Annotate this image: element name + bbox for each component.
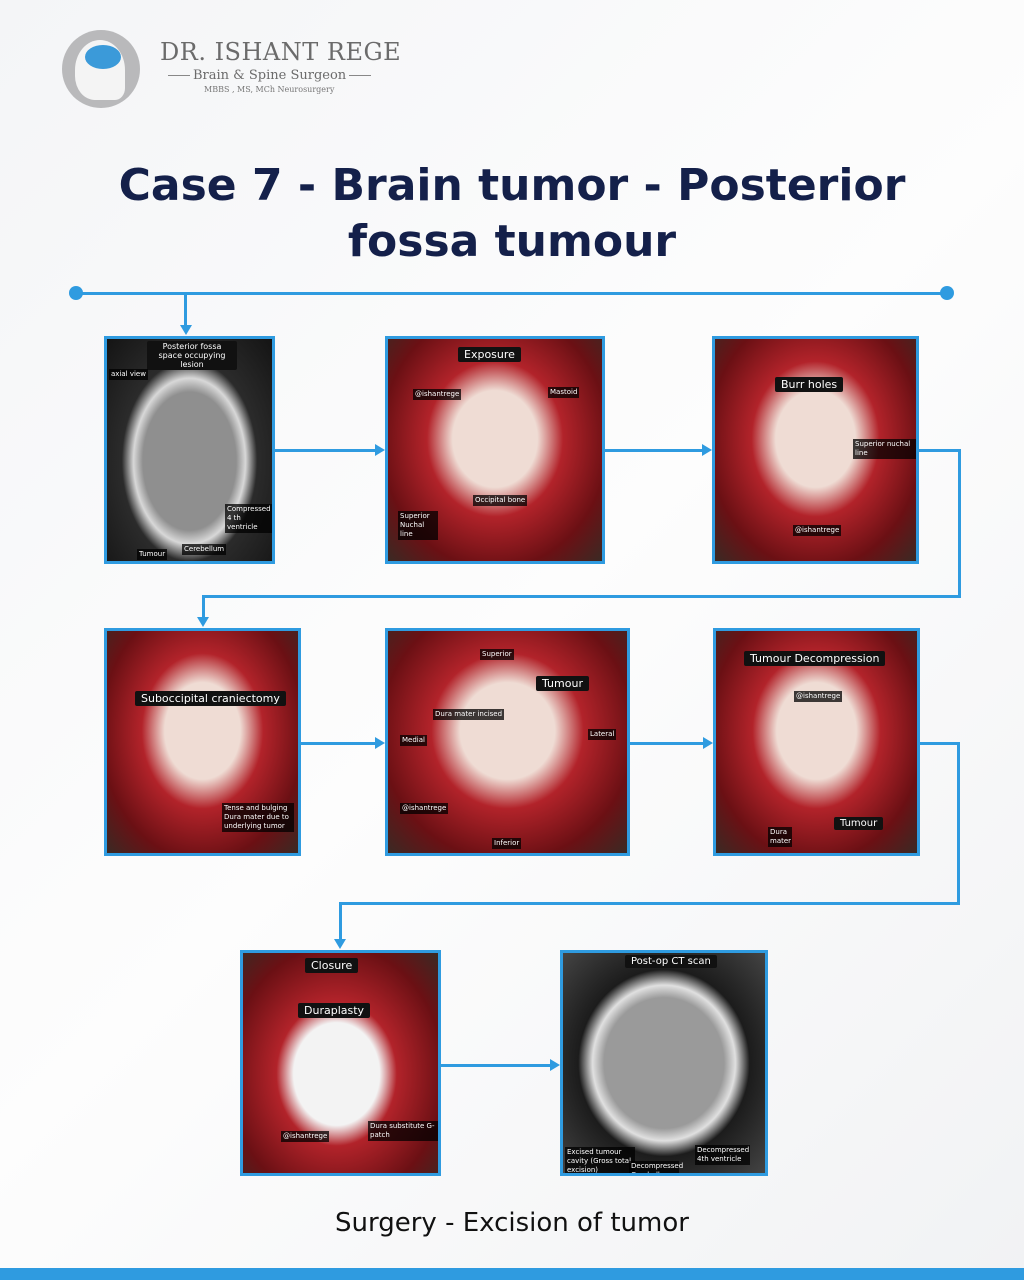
panel-postop-ct: Post-op CT scan Excised tumour cavity (G… — [560, 950, 768, 1176]
connector — [918, 449, 961, 452]
label: @ishantrege — [400, 803, 449, 814]
label: Inferior — [492, 838, 522, 849]
arrow-right-icon — [375, 737, 391, 749]
panel-decompression: Tumour Decompression @ishantrege Dura ma… — [713, 628, 920, 856]
label: Superior — [480, 649, 514, 660]
label: Superior nuchal line — [853, 439, 916, 459]
label: Tumour — [834, 817, 884, 830]
label: Duraplasty — [298, 1003, 371, 1018]
panel-craniectomy: Suboccipital craniectomy Tense and bulgi… — [104, 628, 301, 856]
connector — [275, 449, 375, 452]
connector — [440, 1064, 550, 1067]
connector — [202, 595, 205, 618]
label: Dura mater — [768, 827, 792, 847]
label: axial view — [109, 369, 148, 380]
arrow-down-icon — [180, 325, 192, 341]
label: Tumour — [137, 549, 168, 560]
panel-burr-holes: Burr holes Superior nuchal line @ishantr… — [712, 336, 919, 564]
page-title: Case 7 - Brain tumor - Posterior fossa t… — [118, 160, 906, 267]
specialty: Brain & Spine Surgeon — [165, 68, 374, 83]
connector — [629, 742, 703, 745]
arrow-right-icon — [702, 444, 718, 456]
timeline-line — [76, 292, 948, 295]
degrees: MBBS , MS, MCh Neurosurgery — [204, 85, 335, 94]
label: Decompressed Cerebellum — [629, 1161, 683, 1173]
label: @ishantrege — [793, 525, 842, 536]
panel-title: Posterior fossa space occupying lesion — [147, 341, 237, 370]
connector — [958, 449, 961, 597]
panel-closure: Closure Duraplasty @ishantrege Dura subs… — [240, 950, 441, 1176]
label: Excised tumour cavity (Gross total excis… — [565, 1147, 635, 1173]
label: Mastoid — [548, 387, 580, 398]
label: Compressed 4 th ventricle — [225, 504, 272, 533]
panel-title: Suboccipital craniectomy — [135, 691, 286, 706]
label: Occipital bone — [473, 495, 528, 506]
label: Tense and bulging Dura mater due to unde… — [222, 803, 294, 832]
panel-preop-mri: Posterior fossa space occupying lesion a… — [104, 336, 275, 564]
label: @ishantrege — [794, 691, 843, 702]
connector — [184, 293, 187, 326]
connector — [339, 902, 342, 940]
panel-title: Post-op CT scan — [625, 955, 717, 968]
arrow-down-icon — [334, 939, 346, 955]
connector — [919, 742, 960, 745]
bottom-bar — [0, 1268, 1024, 1280]
label: Medial — [400, 735, 427, 746]
connector — [202, 595, 961, 598]
label: Superior Nuchal line — [398, 511, 438, 540]
connector — [339, 902, 960, 905]
connector — [957, 742, 960, 904]
arrow-right-icon — [550, 1059, 566, 1071]
label: Dura mater incised — [433, 709, 505, 720]
panel-title: Tumour Decompression — [744, 651, 886, 666]
arrow-down-icon — [197, 617, 209, 633]
timeline-start-dot — [69, 286, 83, 300]
arrow-right-icon — [375, 444, 391, 456]
connector — [300, 742, 375, 745]
panel-title: Tumour — [536, 676, 589, 691]
connector — [605, 449, 702, 452]
panel-title: Exposure — [458, 347, 521, 362]
doctor-name: DR. ISHANT REGE — [160, 38, 402, 66]
timeline-end-dot — [940, 286, 954, 300]
label: @ishantrege — [413, 389, 462, 400]
arrow-right-icon — [703, 737, 719, 749]
label: @ishantrege — [281, 1131, 330, 1142]
label: Lateral — [588, 729, 617, 740]
panel-title: Closure — [305, 958, 359, 973]
panel-title: Burr holes — [775, 377, 844, 392]
panel-exposure: Exposure @ishantrege Mastoid Superior Nu… — [385, 336, 605, 564]
label: Dura substitute G-patch — [368, 1121, 438, 1141]
panel-dura-incised: Tumour Superior Dura mater incised Media… — [385, 628, 630, 856]
label: Decompressed 4th ventricle — [695, 1145, 750, 1165]
caption: Surgery - Excision of tumor — [335, 1208, 689, 1238]
label: Cerebellum — [182, 544, 227, 555]
logo-brain — [85, 45, 121, 69]
